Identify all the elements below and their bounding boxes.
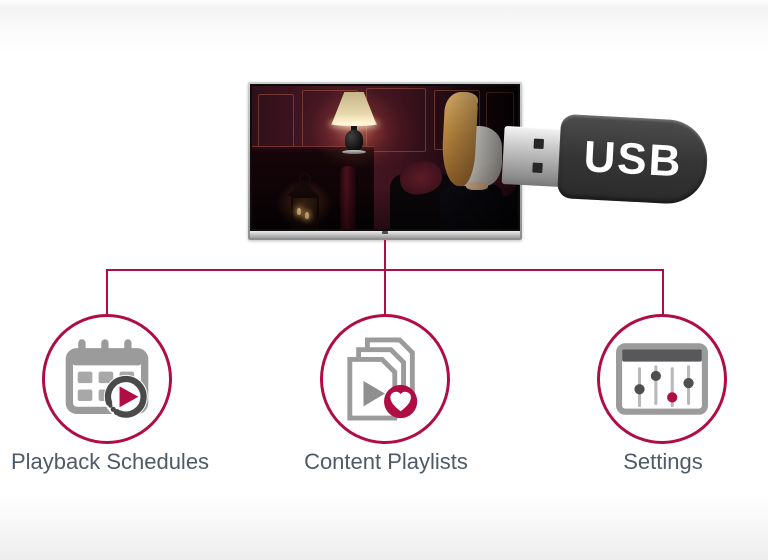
connector-line-right bbox=[662, 269, 664, 315]
playlist-heart-icon bbox=[347, 337, 418, 421]
feature-label-settings: Settings bbox=[623, 449, 703, 474]
usb-connector bbox=[501, 125, 567, 188]
tv-bottom-bezel bbox=[250, 231, 520, 238]
usb-body: USB bbox=[556, 113, 710, 206]
feature-circle-content-playlists bbox=[320, 314, 450, 444]
connector-line-horizontal bbox=[106, 269, 664, 271]
tv-display bbox=[248, 82, 522, 240]
feature-label-content-playlists: Content Playlists bbox=[304, 449, 468, 474]
usb-label: USB bbox=[582, 132, 684, 187]
usb-stick: USB bbox=[501, 109, 716, 215]
calendar-play-icon bbox=[65, 339, 149, 419]
feature-circle-playback-schedules bbox=[42, 314, 172, 444]
tv-screen-image bbox=[252, 86, 518, 229]
sliders-panel-icon bbox=[616, 343, 708, 415]
connector-line-left bbox=[106, 269, 108, 315]
feature-label-playback-schedules: Playback Schedules bbox=[10, 449, 210, 474]
feature-circle-settings bbox=[597, 314, 727, 444]
connector-line-middle bbox=[384, 240, 386, 315]
tv-logo-dot bbox=[382, 231, 388, 234]
